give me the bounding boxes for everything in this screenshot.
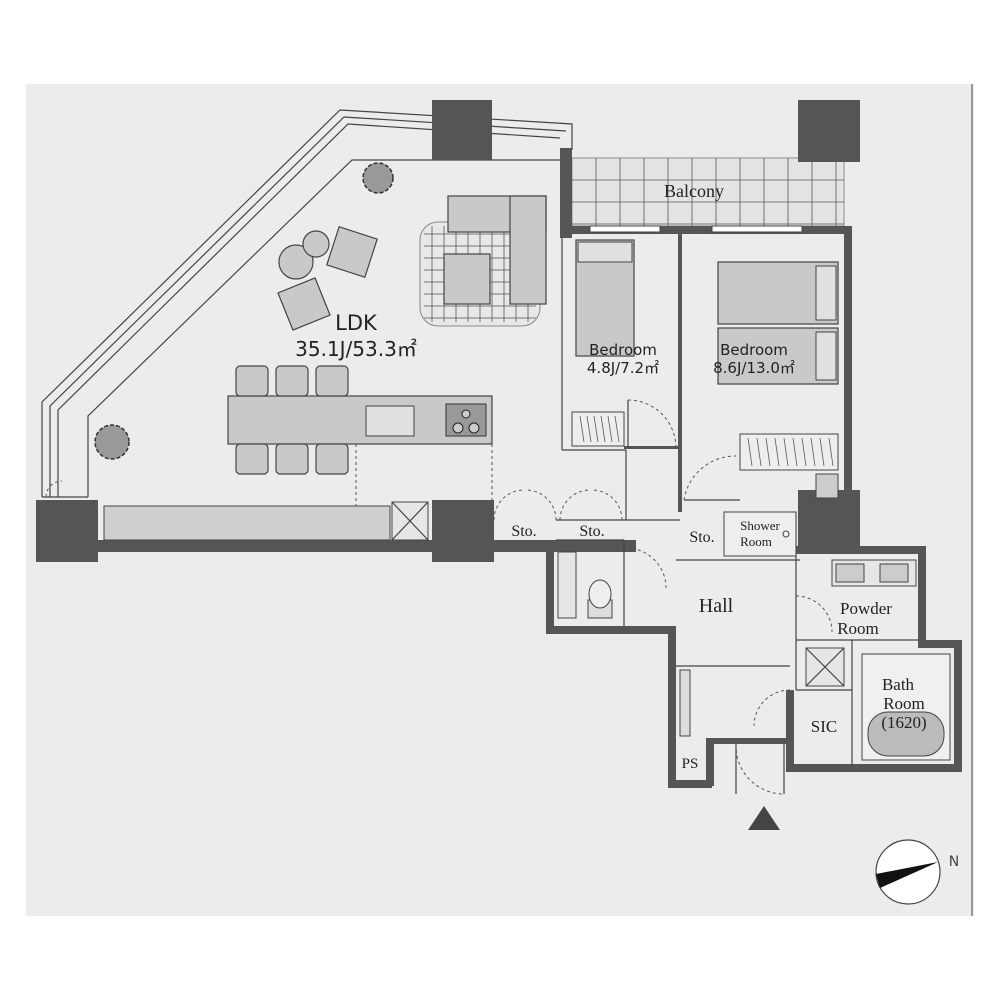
shower-label-2: Room [740, 534, 772, 549]
bath-label-2: Room [883, 694, 925, 713]
dining-chairs [235, 365, 349, 475]
kitchen-island [227, 395, 493, 445]
closet-hanger-line [765, 437, 771, 467]
closet-hanger-line [774, 437, 780, 467]
dining-chair [315, 443, 349, 475]
shower-label-1: Shower [740, 518, 780, 533]
entrance-arrow-icon [748, 806, 780, 830]
ldk-label: LDK [335, 311, 378, 335]
powder-label-2: Room [837, 619, 879, 638]
closet-hanger-line [586, 415, 592, 443]
balcony-label: Balcony [664, 181, 724, 201]
living-furniture [94, 162, 547, 460]
pillars [36, 100, 860, 562]
bath-size: (1620) [881, 713, 926, 732]
partitions [556, 238, 918, 766]
sic-label: SIC [811, 717, 837, 736]
ps-label: PS [682, 756, 699, 772]
bedroom1-furniture [571, 239, 635, 447]
closet-hanger-line [801, 437, 807, 467]
powder-room-fixtures [805, 559, 917, 687]
toilet-room [557, 551, 613, 619]
bedroom2-furniture [717, 261, 839, 499]
compass-icon: N [875, 839, 959, 905]
closet-hanger-line [614, 415, 620, 443]
bedroom1-area: 4.8J/7.2㎡ [587, 359, 659, 377]
bedroom1-label: Bedroom [589, 341, 657, 359]
compass-north-label: N [949, 854, 959, 870]
ldk-area: 35.1J/53.3㎡ [295, 337, 417, 361]
dining-chair [315, 365, 349, 397]
hall-shoebox [679, 669, 691, 737]
closet-rods [579, 415, 834, 467]
closet-hanger-line [792, 437, 798, 467]
bedroom-windows [589, 225, 803, 233]
closet-hanger-line [828, 437, 834, 467]
closet-hanger-line [810, 437, 816, 467]
closet-hanger-line [783, 437, 789, 467]
closet-hanger-line [607, 415, 613, 443]
closet-hanger-line [756, 437, 762, 467]
dining-chair [235, 365, 269, 397]
closet-hanger-line [593, 415, 599, 443]
balcony-area [571, 157, 845, 227]
storage-label-1: Sto. [511, 523, 536, 540]
closet-hanger-line [747, 437, 753, 467]
door-leaves [627, 400, 785, 794]
closet-hanger-line [579, 415, 585, 443]
shower-room [723, 511, 797, 557]
ldk-sideboard [103, 444, 493, 541]
dining-chair [235, 443, 269, 475]
closet-hanger-line [819, 437, 825, 467]
bedroom2-area: 8.6J/13.0㎡ [713, 359, 795, 377]
bath-label-1: Bath [882, 675, 915, 694]
bathtub [861, 653, 951, 761]
powder-label-1: Powder [840, 599, 892, 618]
storage-label-2: Sto. [579, 523, 604, 540]
door-swings [45, 399, 833, 795]
dining-chair [275, 443, 309, 475]
hall-label: Hall [699, 595, 734, 617]
storage-label-3: Sto. [689, 529, 714, 546]
closet-hanger-line [600, 415, 606, 443]
bedroom2-label: Bedroom [720, 341, 788, 359]
dining-chair [275, 365, 309, 397]
